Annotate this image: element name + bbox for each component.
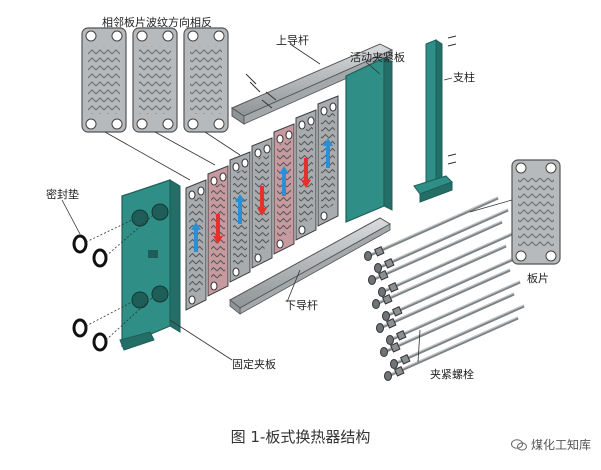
label-tightening-bolts: 夹紧螺栓	[430, 368, 474, 381]
label-plate: 板片	[527, 272, 549, 285]
bolt	[386, 280, 521, 345]
column-screws	[447, 35, 457, 165]
reference-plate-1	[81, 27, 127, 133]
bolt	[376, 268, 511, 333]
gasket-rings	[72, 215, 153, 352]
cold-flow-arrow	[279, 166, 289, 196]
hot-flow-arrow	[301, 158, 311, 188]
label-fixed-frame-plate: 固定夹板	[232, 358, 276, 371]
bolt	[364, 196, 499, 261]
single-plate-detail	[511, 159, 561, 265]
label-plates-note: 相邻板片波纹方向相反	[102, 16, 212, 29]
cold-flow-arrow	[191, 222, 201, 252]
fixed-frame-plate	[119, 179, 181, 351]
reference-plate-3	[183, 27, 229, 133]
flow-arrows	[191, 138, 333, 252]
label-support-column: 支柱	[453, 71, 475, 84]
bolt	[368, 220, 503, 285]
cold-flow-arrow	[235, 194, 245, 224]
bolt	[380, 292, 515, 357]
watermark: 煤化工知库	[510, 436, 591, 453]
figure-caption: 图 1-板式换热器结构	[230, 428, 371, 446]
label-gasket: 密封垫	[46, 188, 79, 201]
watermark-text: 煤化工知库	[530, 438, 591, 452]
upper-bar-screws	[245, 73, 277, 109]
hot-flow-arrow	[213, 214, 223, 244]
label-upper-guide-bar: 上导杆	[276, 34, 309, 47]
upper-guide-bar	[230, 43, 394, 125]
movable-pressure-plate	[345, 57, 393, 223]
bolt	[378, 232, 513, 297]
lower-guide-bar	[229, 217, 391, 315]
label-movable-pressure-plate: 活动夹紧板	[350, 51, 405, 64]
cold-flow-arrow	[323, 138, 333, 168]
wechat-icon	[510, 438, 527, 450]
tightening-bolts	[364, 196, 525, 381]
bolt	[384, 316, 519, 381]
bolt	[374, 208, 509, 273]
bolt	[372, 244, 507, 309]
hot-flow-arrow	[257, 186, 267, 216]
support-column	[413, 39, 453, 203]
bolt	[390, 304, 525, 369]
label-lower-guide-bar: 下导杆	[285, 299, 318, 312]
reference-plate-2	[132, 27, 178, 133]
single-plate-leader	[469, 199, 513, 213]
bolt	[382, 256, 517, 321]
reference-leader-lines	[104, 131, 241, 181]
label-leader-lines	[61, 43, 453, 363]
